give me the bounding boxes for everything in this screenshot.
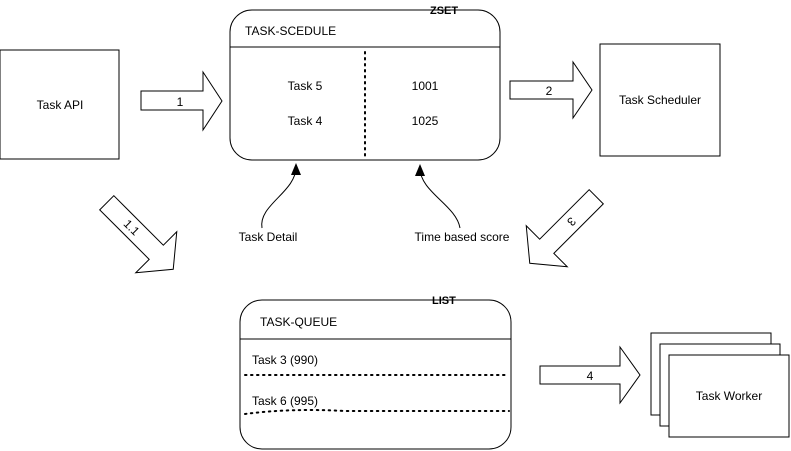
arrow-api-to-zset: 1	[140, 70, 223, 132]
edge-label-1: 1	[177, 95, 184, 109]
task-api-label: Task API	[37, 98, 84, 112]
list-container: TASK-QUEUE LIST Task 3 (990) Task 6 (995…	[239, 295, 512, 450]
arrow-api-to-queue: 1.1	[98, 194, 178, 274]
list-type-label: LIST	[432, 295, 456, 307]
arrow-zset-to-scheduler: 2	[509, 60, 593, 120]
task-detail-label: Task Detail	[239, 230, 298, 244]
edge-label-2: 2	[546, 84, 553, 98]
zset-container: TASK-SCEDULE ZSET Task 5 1001 Task 4 102…	[229, 5, 501, 161]
task-worker-node: Task Worker	[650, 332, 790, 438]
task-detail-annotation: Task Detail	[239, 163, 301, 244]
list-item-divider	[244, 409, 510, 415]
zset-row-member: Task 4	[288, 114, 323, 128]
zset-title: TASK-SCEDULE	[245, 24, 336, 38]
edge-label-4: 4	[587, 369, 594, 383]
task-worker-label: Task Worker	[696, 389, 762, 403]
zset-type-label: ZSET	[430, 5, 458, 17]
list-title: TASK-QUEUE	[260, 315, 337, 329]
zset-row-score: 1025	[412, 114, 439, 128]
list-item: Task 3 (990)	[252, 353, 318, 367]
time-score-label: Time based score	[415, 230, 510, 244]
arrow-scheduler-to-queue: 3	[525, 188, 605, 268]
arrow-queue-to-worker: 4	[539, 345, 641, 405]
list-item: Task 6 (995)	[252, 394, 318, 408]
task-scheduler-node: Task Scheduler	[599, 43, 721, 157]
zset-row-score: 1001	[412, 79, 439, 93]
zset-row-member: Task 5	[288, 79, 323, 93]
task-api-node: Task API	[0, 49, 120, 160]
time-score-annotation: Time based score	[415, 164, 510, 244]
task-scheduler-label: Task Scheduler	[619, 93, 701, 107]
